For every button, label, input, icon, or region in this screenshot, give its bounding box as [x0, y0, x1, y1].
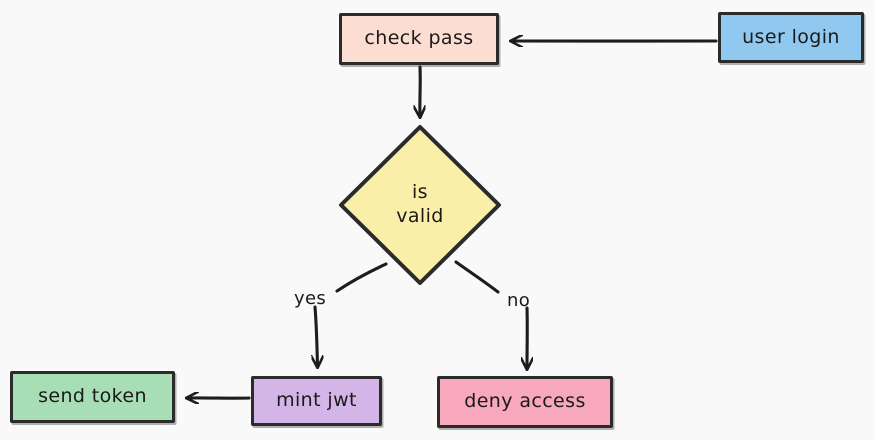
node-is-valid[interactable]: is valid [338, 124, 502, 286]
node-check-pass-label: check pass [364, 27, 474, 50]
node-user-login[interactable]: user login [718, 12, 864, 63]
edge-label-yes: yes [294, 288, 327, 309]
node-mint-jwt-label: mint jwt [276, 389, 357, 412]
node-deny-access[interactable]: deny access [437, 376, 613, 428]
node-mint-jwt[interactable]: mint jwt [251, 376, 382, 426]
node-send-token-label: send token [38, 385, 147, 408]
node-send-token[interactable]: send token [10, 371, 175, 423]
node-check-pass[interactable]: check pass [339, 13, 499, 65]
edge-label-no: no [507, 290, 531, 311]
diamond-shape [339, 125, 501, 285]
node-user-login-label: user login [742, 25, 840, 48]
node-deny-access-label: deny access [464, 390, 586, 413]
node-is-valid-label: is valid [396, 181, 444, 227]
